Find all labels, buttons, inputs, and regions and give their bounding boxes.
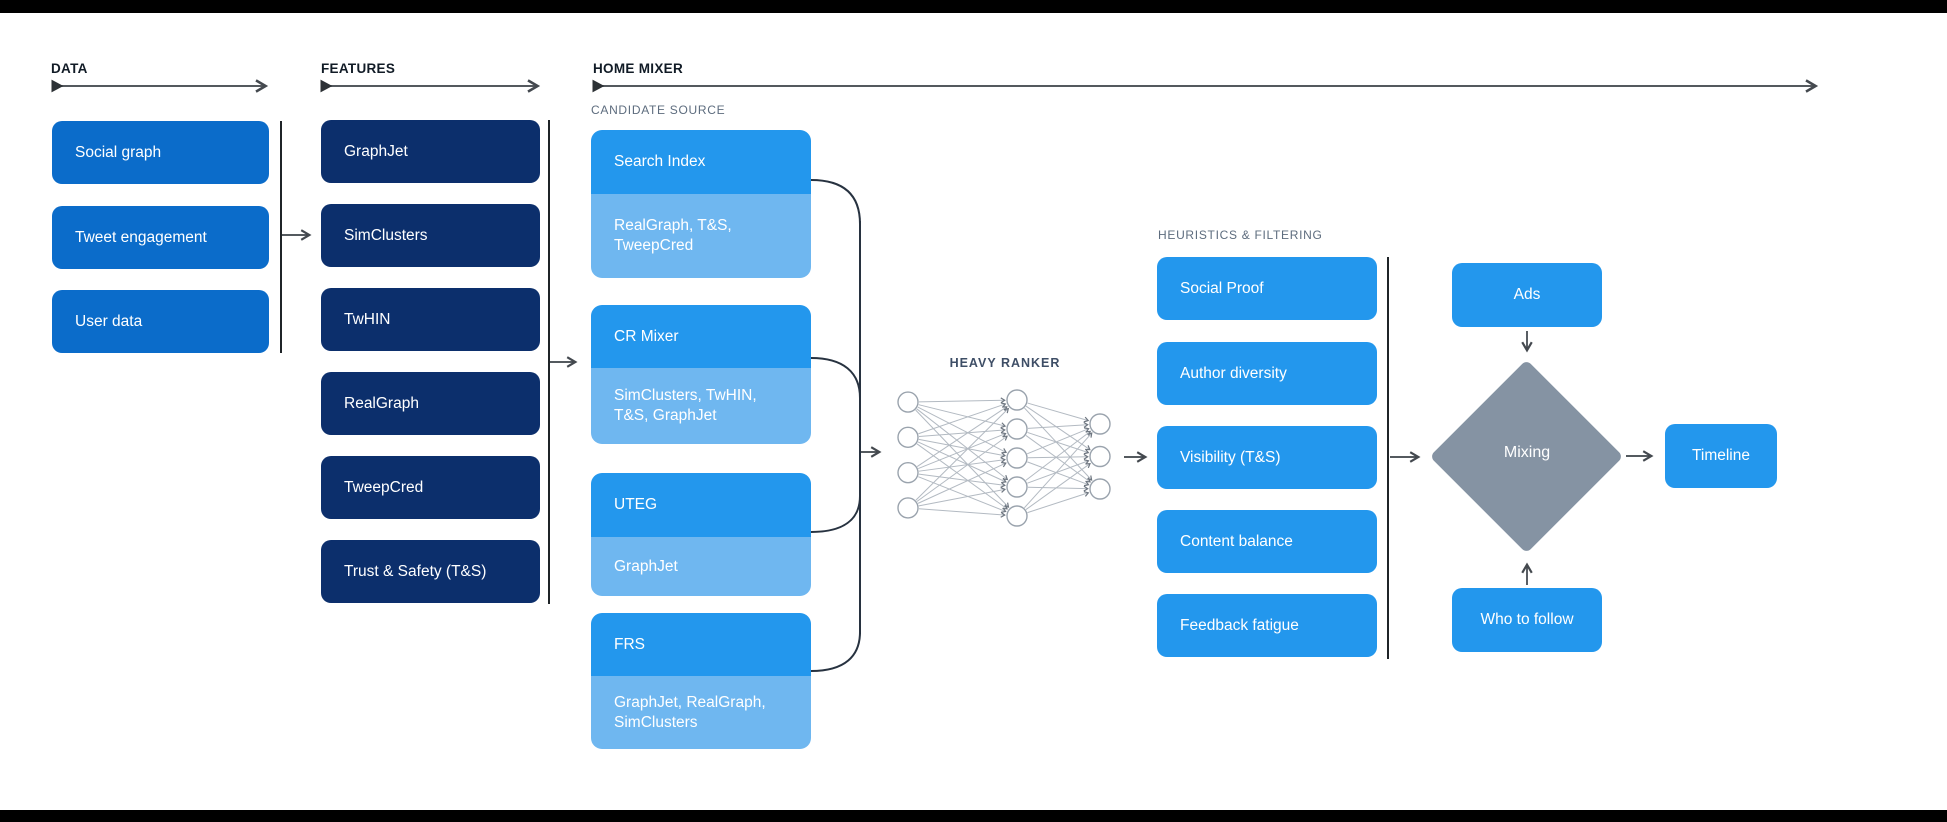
data-box-user-data: User data <box>52 290 269 353</box>
ads-box: Ads <box>1452 263 1602 327</box>
data-box-tweet-engagement: Tweet engagement <box>52 206 269 269</box>
who-to-follow-box: Who to follow <box>1452 588 1602 652</box>
candidate-group-cr-mixer: CR Mixer SimClusters, TwHIN, T&S, GraphJ… <box>591 305 811 444</box>
heuristic-box-content-balance: Content balance <box>1157 510 1377 573</box>
feature-box-tweepcred: TweepCred <box>321 456 540 519</box>
timeline-box: Timeline <box>1665 424 1777 488</box>
candidate-name: Search Index <box>591 130 811 194</box>
candidate-group-search-index: Search Index RealGraph, T&S, TweepCred <box>591 130 811 278</box>
bottom-black-bar <box>0 810 1947 822</box>
candidate-features: RealGraph, T&S, TweepCred <box>591 194 811 278</box>
candidate-features: SimClusters, TwHIN, T&S, GraphJet <box>591 368 811 444</box>
data-box-social-graph: Social graph <box>52 121 269 184</box>
candidate-name: CR Mixer <box>591 305 811 368</box>
candidate-group-frs: FRS GraphJet, RealGraph, SimClusters <box>591 613 811 749</box>
candidate-source-label: CANDIDATE SOURCE <box>591 103 726 117</box>
heuristics-label: HEURISTICS & FILTERING <box>1158 228 1323 242</box>
heavy-ranker-label: HEAVY RANKER <box>949 356 1061 370</box>
candidate-name: UTEG <box>591 473 811 537</box>
heuristic-box-visibility: Visibility (T&S) <box>1157 426 1377 489</box>
heuristic-box-social-proof: Social Proof <box>1157 257 1377 320</box>
candidate-collector <box>810 179 861 672</box>
heuristic-box-feedback-fatigue: Feedback fatigue <box>1157 594 1377 657</box>
neural-network <box>897 389 1111 527</box>
candidate-group-uteg: UTEG GraphJet <box>591 473 811 596</box>
header-data: DATA <box>51 61 88 76</box>
heuristic-box-author-diversity: Author diversity <box>1157 342 1377 405</box>
candidate-features: GraphJet <box>591 537 811 596</box>
top-black-bar <box>0 0 1947 13</box>
feature-box-twhin: TwHIN <box>321 288 540 351</box>
header-home-mixer: HOME MIXER <box>593 61 684 76</box>
feature-box-simclusters: SimClusters <box>321 204 540 267</box>
feature-box-trust-safety: Trust & Safety (T&S) <box>321 540 540 603</box>
header-features: FEATURES <box>321 61 396 76</box>
candidate-features: GraphJet, RealGraph, SimClusters <box>591 676 811 749</box>
candidate-name: FRS <box>591 613 811 676</box>
feature-box-realgraph: RealGraph <box>321 372 540 435</box>
feature-box-graphjet: GraphJet <box>321 120 540 183</box>
mixing-label: Mixing <box>1503 444 1551 461</box>
